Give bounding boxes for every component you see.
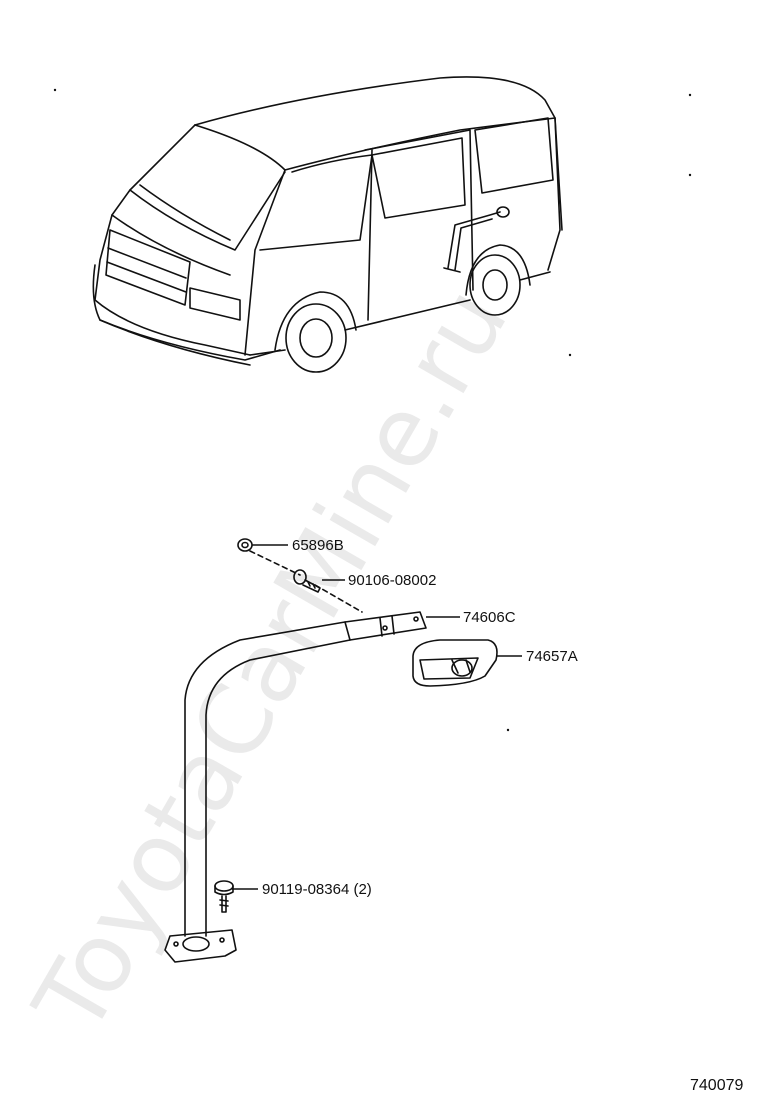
nut-part: [237, 538, 253, 552]
diagram-code: 740079: [690, 1077, 743, 1094]
assist-grip-assembly: [164, 538, 498, 963]
base-bolt-part: [214, 880, 234, 913]
part-label-74657A: 74657A: [526, 648, 578, 665]
part-label-74606C: 74606C: [463, 609, 516, 626]
scan-specks: [53, 88, 692, 732]
part-label-90106-08002: 90106-08002: [348, 572, 436, 589]
bolt-part: [293, 569, 321, 593]
alignment-line: [249, 550, 363, 613]
grip-bar-part: [164, 611, 427, 963]
cover-part: [412, 639, 498, 687]
van-illustration: [92, 76, 563, 373]
leader-lines: [232, 544, 522, 890]
part-label-90119-08364: 90119-08364 (2): [262, 881, 372, 898]
part-label-65896B: 65896B: [292, 537, 344, 554]
